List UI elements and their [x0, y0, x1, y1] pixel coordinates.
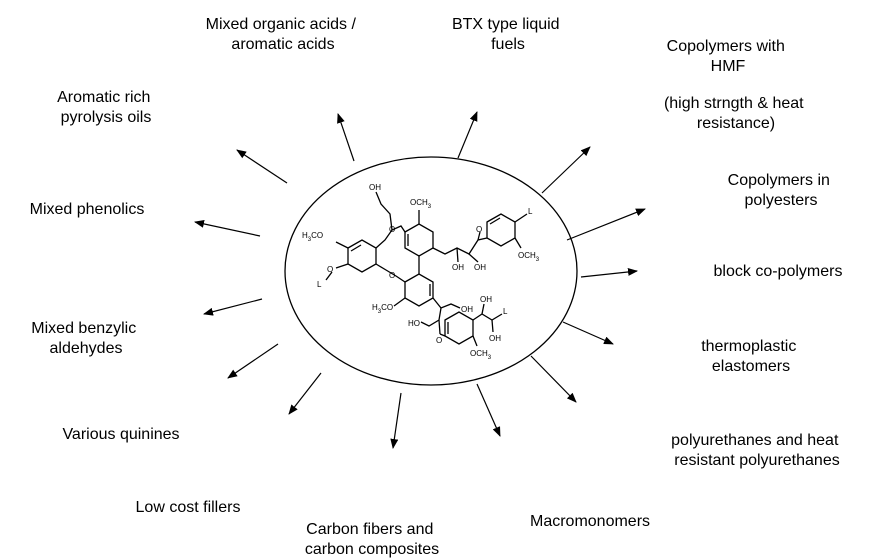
- label-btx-fuels: BTX type liquid fuels: [452, 16, 564, 53]
- structure-o-ring1: O: [389, 225, 395, 234]
- arrow-mixed-phenolics: [194, 219, 261, 237]
- label-organic-acids: Mixed organic acids / aromatic acids: [206, 16, 361, 53]
- label-polyurethanes: polyurethanes and heat resistant polyure…: [671, 432, 843, 469]
- structure-oh-r2: OH: [474, 263, 486, 272]
- label-copolymers-polyesters: Copolymers in polyesters: [728, 172, 835, 209]
- product-labels: Mixed organic acids / aromatic acids BTX…: [30, 16, 843, 558]
- arrow-low-cost-fillers: [288, 372, 322, 415]
- structure-l-left: L: [317, 280, 322, 289]
- arrow-btx-fuels: [457, 111, 478, 159]
- structure-oh-b1: OH: [461, 305, 473, 314]
- structure-oh-b2: OH: [480, 295, 492, 304]
- structure-och3-top: OCH3: [410, 198, 432, 210]
- lignin-structure: OH OCH3 H3CO O L O O L O OCH3 OH OH H3CO…: [302, 183, 540, 361]
- structure-o-ring2: O: [389, 271, 395, 280]
- label-carbon-fibers: Carbon fibers and carbon composites: [305, 521, 439, 558]
- arrow-pyrolysis-oils: [236, 149, 288, 184]
- arrow-copolymers-hmf: [541, 146, 591, 194]
- arrow-benzylic-aldehydes: [203, 298, 263, 316]
- label-macromonomers: Macromonomers: [530, 513, 650, 530]
- arrows: [194, 111, 646, 449]
- arrow-macromonomers: [476, 383, 501, 437]
- structure-h3co-left: H3CO: [302, 231, 323, 243]
- label-copolymers-hmf-note: (high strngth & heat resistance): [664, 95, 808, 132]
- arrow-thermoplastic-elastomers: [562, 321, 614, 345]
- structure-och3-right: OCH3: [518, 251, 540, 263]
- structure-oh-r1: OH: [452, 263, 464, 272]
- arrow-carbon-fibers: [390, 392, 402, 449]
- structure-oh-top: OH: [369, 183, 381, 192]
- label-low-cost-fillers: Low cost fillers: [136, 499, 241, 516]
- structure-oh-b3: OH: [489, 334, 501, 343]
- arrow-various-quinines: [227, 343, 279, 379]
- lignin-ellipse: [284, 156, 578, 386]
- structure-l-right: L: [528, 207, 533, 216]
- label-benzylic-aldehydes: Mixed benzylic aldehydes: [31, 320, 140, 357]
- arrow-polyurethanes: [530, 355, 577, 403]
- arrow-block-copolymers: [580, 267, 638, 278]
- structure-o-left: O: [327, 265, 333, 274]
- label-thermoplastic-elastomers: thermoplastic elastomers: [701, 338, 801, 375]
- structure-och3-b: OCH3: [470, 349, 492, 361]
- label-pyrolysis-oils: Aromatic rich pyrolysis oils: [57, 89, 155, 126]
- label-various-quinines: Various quinines: [62, 426, 179, 443]
- structure-h3co-bottom: H3CO: [372, 303, 393, 315]
- label-mixed-phenolics: Mixed phenolics: [30, 201, 145, 218]
- structure-o-b: O: [436, 336, 442, 345]
- arrow-copolymers-polyesters: [566, 208, 646, 241]
- structure-o-right: O: [476, 225, 482, 234]
- label-copolymers-hmf: Copolymers with HMF: [667, 38, 790, 75]
- label-block-copolymers: block co-polymers: [714, 263, 843, 280]
- arrow-organic-acids: [337, 113, 355, 162]
- structure-ho-b: HO: [408, 319, 420, 328]
- structure-l-b: L: [503, 307, 508, 316]
